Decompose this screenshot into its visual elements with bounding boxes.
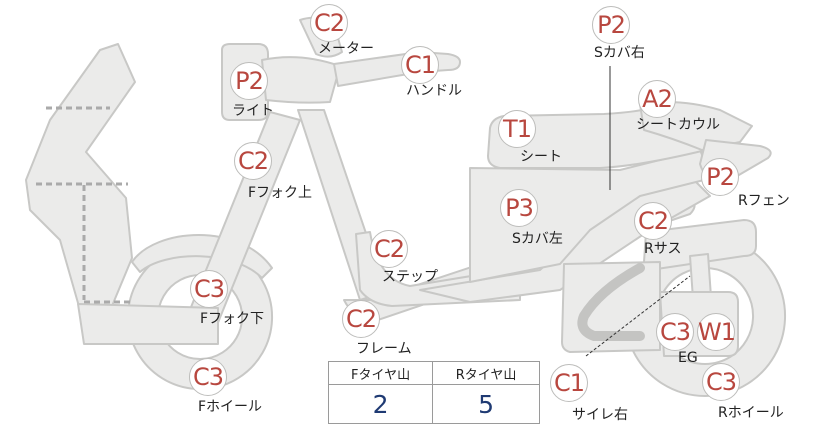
code-badge-muffler-right: C1	[550, 364, 588, 402]
value-front-tire: 2	[327, 384, 434, 424]
code-badge-rfender: P2	[701, 158, 739, 196]
label-rsus: Rサス	[644, 241, 682, 257]
label-ffork-lower: Fフォク下	[200, 311, 265, 327]
label-rwheel: Rホイール	[718, 405, 784, 421]
code-badge-seat-cowl: A2	[638, 80, 676, 118]
label-engine: EG	[678, 350, 698, 366]
label-rfender: Rフェン	[738, 193, 790, 209]
code-badge-engine-c3: C3	[656, 313, 694, 351]
code-badge-light: P2	[230, 62, 268, 100]
code-badge-step: C2	[370, 230, 408, 268]
code-badge-ffork-upper: C2	[234, 142, 272, 180]
label-muffler-right: サイレ右	[572, 407, 628, 423]
label-handle: ハンドル	[406, 83, 462, 99]
engine-pipe	[577, 263, 645, 341]
tire-tread-table: Fタイヤ山 Rタイヤ山 2 5	[327, 361, 540, 424]
label-frame: フレーム	[356, 341, 412, 357]
code-badge-frame: C2	[342, 300, 380, 338]
code-badge-ffork-lower: C3	[190, 270, 228, 308]
code-badge-fwheel: C3	[189, 358, 227, 396]
label-light: ライト	[232, 103, 274, 119]
leader-muffler	[585, 275, 691, 357]
code-badge-scover-left: P3	[500, 189, 538, 227]
header-front-tire: Fタイヤ山	[327, 361, 434, 385]
leg-shield	[25, 43, 136, 321]
label-fwheel: Fホイール	[198, 399, 263, 415]
value-rear-tire: 5	[432, 384, 540, 424]
header-rear-tire: Rタイヤ山	[432, 361, 540, 385]
top-cover	[261, 56, 341, 104]
code-badge-rwheel: C3	[702, 363, 740, 401]
front-panel	[77, 303, 219, 345]
label-meter: メーター	[318, 41, 374, 57]
label-step: ステップ	[382, 269, 438, 285]
code-badge-engine-w1: W1	[697, 313, 736, 351]
label-scover-right: Sカバ右	[594, 45, 645, 61]
label-scover-left: Sカバ左	[512, 231, 563, 247]
code-badge-seat: T1	[498, 110, 536, 148]
code-badge-meter: C2	[310, 4, 348, 42]
label-seat: シート	[520, 149, 562, 165]
code-badge-rsus: C2	[634, 202, 672, 240]
label-ffork-upper: Fフォク上	[248, 185, 313, 201]
code-badge-scover-right: P2	[592, 6, 630, 44]
label-seat-cowl: シートカウル	[636, 117, 720, 133]
code-badge-handle: C1	[401, 46, 439, 84]
